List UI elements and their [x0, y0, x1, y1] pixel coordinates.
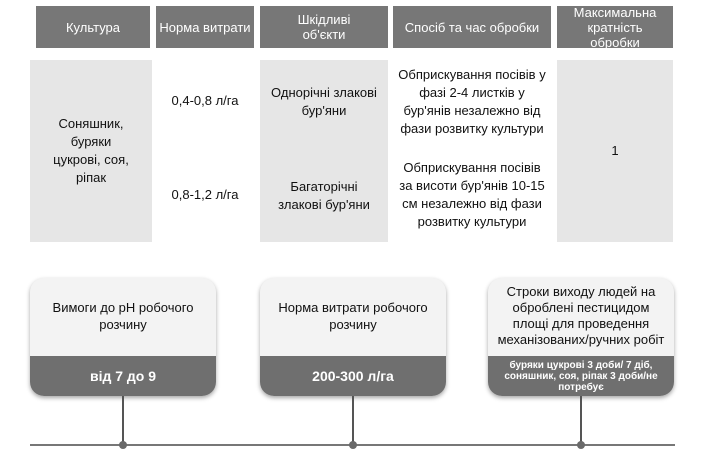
header-culture: Культура — [36, 6, 150, 48]
reentry-card-stem — [580, 396, 582, 444]
solution-rate-card-value: 200-300 л/га — [260, 356, 446, 396]
rate-cell-1: 0,4-0,8 л/га — [171, 93, 239, 108]
culture-cell: Соняшник, буряки цукрові, соя, ріпак — [30, 60, 152, 242]
solution-rate-card-stem — [352, 396, 354, 444]
reentry-card-value: буряки цукрові 3 доби/ 7 діб, соняшник, … — [488, 356, 674, 396]
header-method: Спосіб та час обробки — [393, 6, 551, 48]
method-cell-2: Обприскування посівів за висоти бур'янів… — [399, 160, 545, 229]
solution-rate-card-dot — [349, 441, 357, 449]
pests-column: Однорічні злакові бур'яни Багаторічні зл… — [260, 60, 388, 242]
solution-rate-card: Норма витрати робочого розчину 200-300 л… — [260, 278, 446, 396]
method-cell-1: Обприскування посівів у фазі 2-4 листків… — [398, 67, 546, 136]
ph-card-value: від 7 до 9 — [30, 356, 216, 396]
rate-cell-2: 0,8-1,2 л/га — [171, 187, 239, 202]
ph-card: Вимоги до pH робочого розчину від 7 до 9 — [30, 278, 216, 396]
pest-cell-2: Багаторічні злакові бур'яни — [278, 179, 370, 212]
pest-cell-1: Однорічні злакові бур'яни — [271, 85, 377, 118]
header-rate: Норма витрати — [156, 6, 254, 48]
ph-card-title: Вимоги до pH робочого розчину — [52, 300, 194, 332]
solution-rate-card-title: Норма витрати робочого розчину — [278, 300, 428, 332]
reentry-card: Строки виходу людей на оброблені пестици… — [488, 278, 674, 396]
reentry-card-dot — [577, 441, 585, 449]
header-pests: Шкідливі об'єкти — [260, 6, 388, 48]
header-max: Максимальна кратність обробки — [557, 5, 673, 50]
max-cell: 1 — [557, 60, 673, 242]
reentry-card-title: Строки виходу людей на оброблені пестици… — [497, 284, 665, 347]
ph-card-stem — [122, 396, 124, 444]
ph-card-dot — [119, 441, 127, 449]
